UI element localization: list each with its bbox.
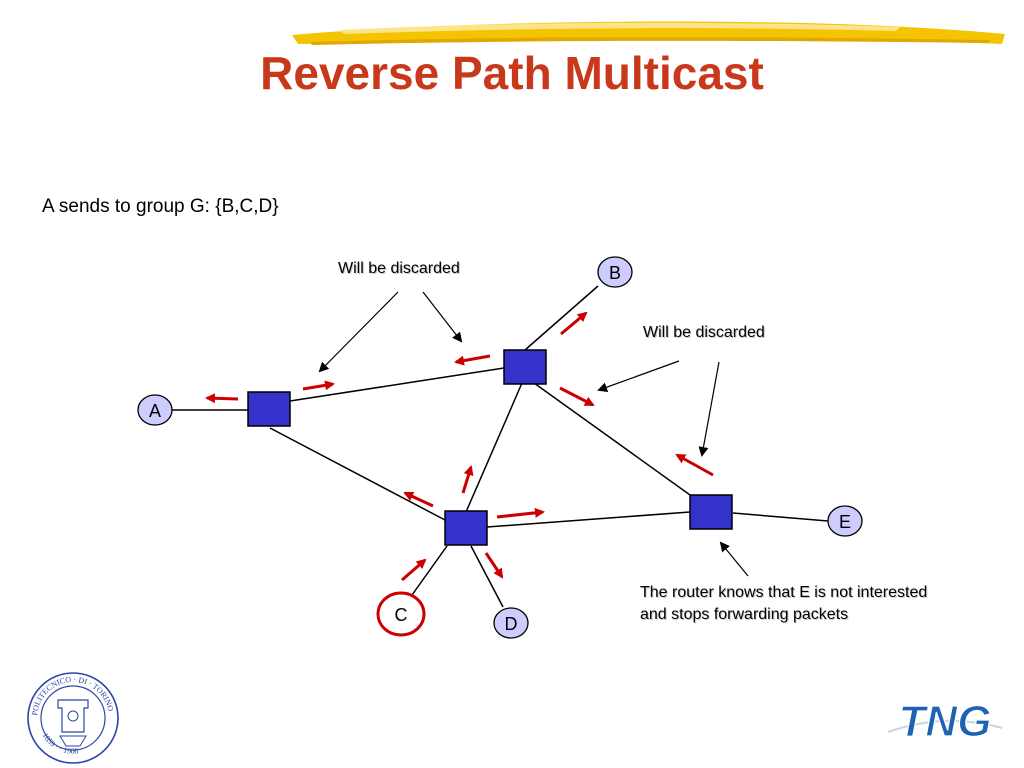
arrow-r2-to-r1: [454, 354, 491, 366]
link-r3-r4: [486, 511, 691, 528]
annotation-pointers: [318, 291, 749, 577]
router-1: [247, 391, 291, 427]
node-e: [827, 505, 863, 537]
node-d-label: D: [505, 614, 518, 634]
pointer-discard-r2: [422, 291, 463, 343]
link-r1-r2: [289, 367, 505, 402]
tng-logo: TNG: [887, 696, 1003, 747]
node-d: [493, 607, 529, 639]
link-r1-r3: [269, 427, 446, 521]
node-a-label: A: [149, 401, 161, 421]
arrow-r3-to-r1: [403, 491, 434, 508]
arrow-r3-to-r4: [496, 507, 545, 519]
arrow-r1-to-a: [205, 393, 239, 404]
slide-title: Reverse Path Multicast: [260, 47, 764, 99]
pointer-discard-r4: [698, 361, 720, 457]
arrow-r2-to-r4: [559, 386, 595, 407]
polito-seal-logo: POLITECNICO · DI · TORINO 1859 · · 1906: [27, 672, 119, 764]
host-nodes: A B C D E: [137, 256, 863, 639]
note-discarded-right: Will be discarded: [643, 324, 765, 341]
network-links: [172, 285, 829, 608]
arrow-r3-to-r2: [461, 465, 474, 494]
link-r3-d: [470, 545, 504, 608]
svg-text:1859 · · 1906: 1859 · · 1906: [41, 731, 79, 756]
arrow-c-to-r3: [401, 558, 427, 582]
node-e-label: E: [839, 512, 851, 532]
slide-subtitle: A sends to group G: {B,C,D}: [42, 196, 279, 217]
pointer-router-note: [719, 541, 749, 577]
link-r2-b: [524, 285, 599, 351]
arrow-r3-to-d: [484, 552, 504, 579]
routers: [247, 349, 733, 546]
arrow-r4-to-r2: [675, 453, 714, 477]
link-r3-c: [411, 545, 448, 596]
router-2: [503, 349, 547, 385]
node-a: [137, 394, 173, 426]
arrow-r2-to-b: [560, 311, 588, 336]
highlight-brush-stroke: [292, 21, 1005, 45]
pointer-discard-r2-right: [597, 360, 680, 392]
link-r2-r3: [465, 382, 523, 513]
note-discarded-left: Will be discarded: [338, 260, 460, 277]
note-router-line1: The router knows that E is not intereste…: [640, 584, 928, 601]
link-r4-e: [732, 512, 829, 522]
node-c-label: C: [395, 605, 408, 625]
tng-logo-text: TNG: [899, 697, 992, 746]
packet-arrows: [205, 311, 714, 582]
router-3: [444, 510, 488, 546]
note-router-line2: and stops forwarding packets: [640, 606, 849, 623]
arrow-r1-to-r2: [302, 380, 335, 391]
node-b-label: B: [609, 263, 621, 283]
svg-text:POLITECNICO · DI · TORINO: POLITECNICO · DI · TORINO: [30, 675, 115, 716]
node-c-source-ring: [376, 591, 426, 637]
pointer-discard-r1: [318, 291, 399, 373]
node-b: [597, 256, 633, 288]
link-r2-r4: [533, 382, 698, 501]
router-4: [689, 494, 733, 530]
note-router-knows: The router knows that E is not intereste…: [640, 582, 927, 626]
